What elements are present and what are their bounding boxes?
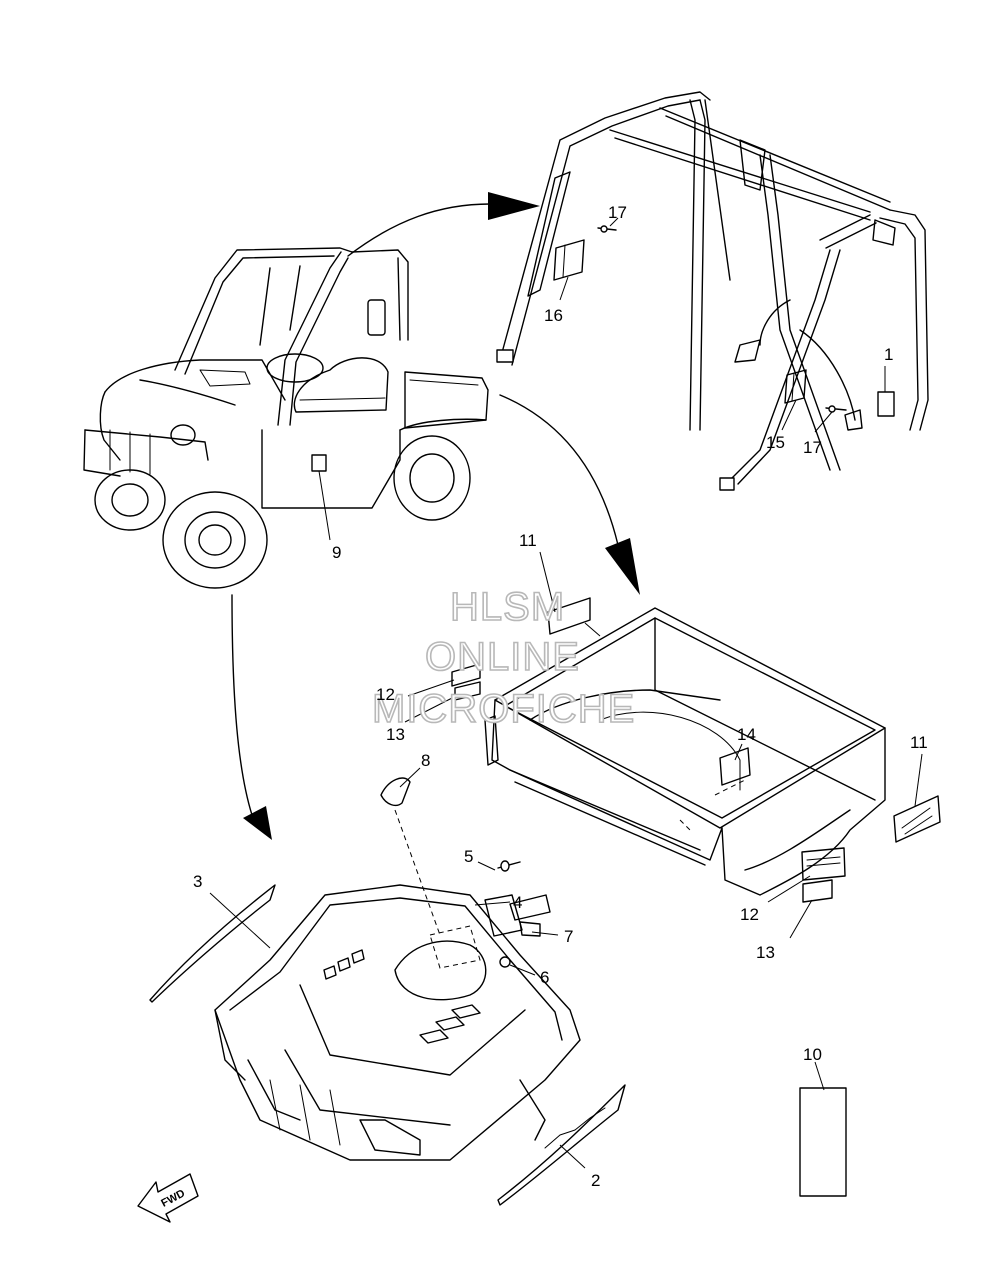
callout-12-right: 12 [740, 905, 759, 924]
callout-17-bottom: 17 [803, 438, 822, 457]
callout-7: 7 [564, 927, 573, 946]
watermark-line2: ONLINE [425, 635, 580, 679]
cargo-bed-detail [404, 551, 941, 939]
watermark-line3: MICROFICHE [372, 687, 635, 731]
watermark: HLSM ONLINE MICROFICHE [371, 584, 635, 732]
callout-4: 4 [513, 893, 522, 912]
callout-13-right: 13 [756, 943, 775, 962]
flow-arrows [231, 192, 640, 840]
callout-8: 8 [421, 751, 430, 770]
watermark-line1: HLSM [450, 585, 565, 629]
callout-14: 14 [737, 725, 756, 744]
callout-15: 15 [766, 433, 785, 452]
vehicle-overview [83, 247, 489, 589]
callout-6: 6 [540, 968, 549, 987]
hood-detail [149, 767, 626, 1206]
callout-17-top: 17 [608, 203, 627, 222]
callout-12-left: 12 [376, 685, 395, 704]
callout-11-top: 11 [519, 531, 537, 550]
roll-cage-detail [496, 91, 929, 491]
label-10 [799, 1061, 847, 1197]
callout-9: 9 [332, 543, 341, 562]
fwd-arrow: FWD [137, 1173, 199, 1223]
callout-13-left: 13 [386, 725, 405, 744]
callout-10: 10 [803, 1045, 822, 1064]
callout-11-right: 11 [910, 733, 928, 752]
callout-16: 16 [544, 306, 563, 325]
callout-3: 3 [193, 872, 202, 891]
callout-2: 2 [591, 1171, 600, 1190]
callout-5: 5 [464, 847, 473, 866]
callout-1: 1 [884, 345, 893, 364]
callout-numbers: 1 2 3 4 5 6 7 8 9 10 11 11 12 12 13 13 1… [193, 203, 928, 1190]
